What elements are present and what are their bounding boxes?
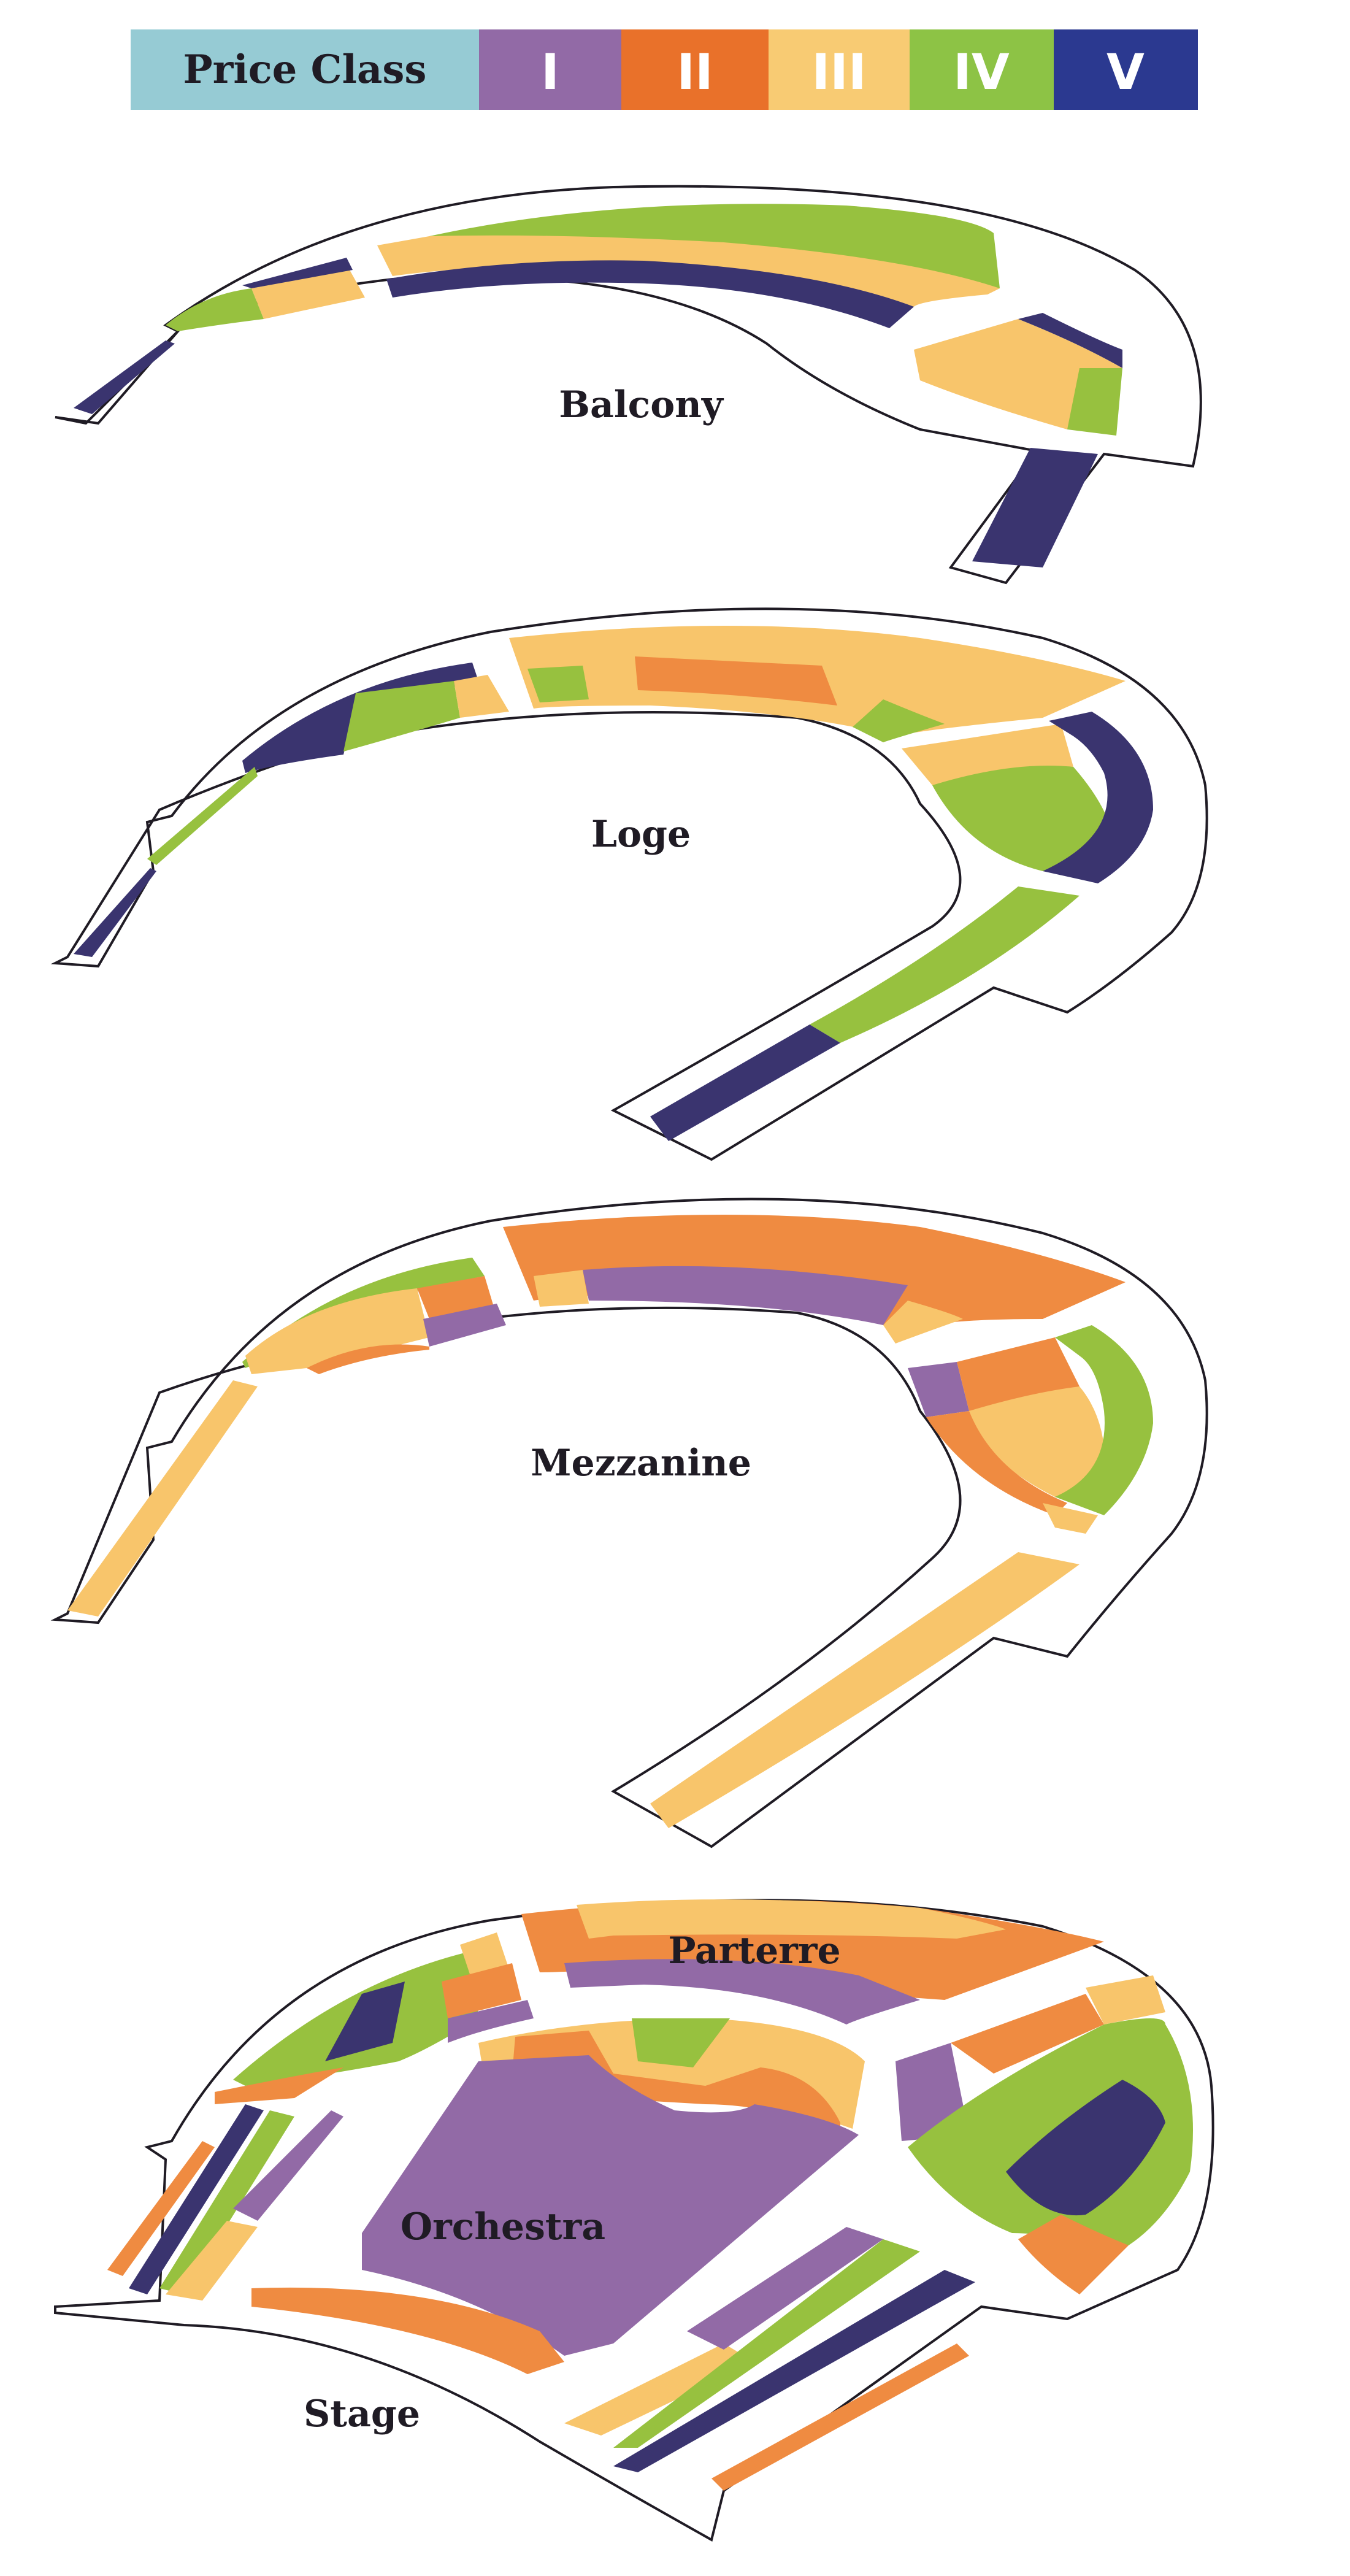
legend-swatch-class-3[interactable] [769,29,910,110]
balcony-label: Balcony [559,383,724,426]
mezzanine-stub-right-class-3[interactable] [650,1552,1080,1828]
legend-title-cell [131,29,479,110]
balcony-left-class-4[interactable] [166,288,264,331]
orchestra-left-class-1[interactable] [233,2110,343,2221]
legend-swatch-class-5[interactable] [1054,29,1198,110]
legend-title: Price Class [183,47,427,93]
parterre-right-class-2-b[interactable] [1018,2215,1129,2294]
orchestra-label: Orchestra [401,2205,605,2248]
mezzanine-right-class-4[interactable] [1055,1325,1153,1515]
mezzanine-right-class-1[interactable] [908,1362,969,1417]
balcony-class-4-band[interactable] [429,204,1000,288]
legend-swatch-class-2[interactable] [621,29,769,110]
loge-side-left-class-5[interactable] [74,868,156,957]
balcony-stub-right[interactable] [972,448,1098,567]
mezzanine-label: Mezzanine [531,1442,751,1485]
orchestra-left-class-3[interactable] [166,2221,258,2301]
loge-left-class-3[interactable] [454,675,509,718]
parterre-right-class-2[interactable] [951,1994,1104,2074]
loge-center-class-4-right[interactable] [853,699,945,742]
loge-label: Loge [591,813,691,856]
balcony-level: Balcony [55,185,1202,585]
loge-center-class-2[interactable] [635,656,837,706]
orchestra-left-class-5[interactable] [129,2104,264,2294]
balcony-stub-left[interactable] [74,340,175,414]
parterre-center-class-3[interactable] [577,1899,1006,1939]
loge-level: Loge [50,607,1208,1161]
legend-swatch-class-1[interactable] [479,29,621,110]
mezzanine-left-class-2-a[interactable] [417,1276,494,1319]
orchestra-right-class-1[interactable] [687,2227,883,2350]
parterre-left-class-2[interactable] [215,2067,343,2104]
mezzanine-left-class-2-b[interactable] [307,1344,429,1374]
mezzanine-center-class-3-right[interactable] [883,1301,963,1344]
parterre-left-class-2-b[interactable] [442,1963,521,2018]
loge-center-class-4-left[interactable] [527,666,589,702]
orchestra-class-2-arc[interactable] [509,2031,840,2135]
balcony-left-class-3[interactable] [251,270,365,319]
stage-label: Stage [304,2393,420,2436]
balcony-right-class-4[interactable] [1067,368,1122,436]
parterre-right-class-3[interactable] [1086,1975,1165,2024]
balcony-left-class-5[interactable] [242,258,353,288]
balcony-right-class-3[interactable] [914,319,1122,429]
loge-side-left-class-4[interactable] [147,767,258,865]
balcony-right-class-5[interactable] [1018,313,1122,368]
mezzanine-center-class-3-left[interactable] [534,1270,589,1307]
orchestra-right-class-2-stub[interactable] [711,2343,969,2491]
orchestra-right-class-3[interactable] [564,2343,754,2436]
orchestra-left-class-4[interactable] [159,2110,294,2294]
loge-right-class-4[interactable] [932,766,1116,871]
price-class-legend: Price Class I II III IV V [131,29,1198,110]
loge-stub-right-class-5[interactable] [650,1025,840,1141]
legend-label-class-2: II [677,44,713,101]
parterre-right-class-5[interactable] [1006,2080,1165,2216]
loge-left-class-4[interactable] [343,681,460,752]
loge-right-class-5[interactable] [1043,712,1153,883]
legend-label-class-3: III [811,44,866,101]
orchestra-left-class-2-stub[interactable] [107,2141,215,2276]
parterre-left-class-1[interactable] [448,2000,534,2043]
legend-label-class-1: I [541,44,559,101]
mezzanine-right-class-3-b[interactable] [1043,1503,1098,1534]
mezzanine-center-class-1[interactable] [583,1266,908,1325]
mezzanine-side-left-class-3[interactable] [67,1380,258,1617]
orchestra-level: Parterre Orchestra Stage [54,1899,1214,2542]
mezzanine-outline [50,1198,1208,1848]
orchestra-class-2-front[interactable] [251,2287,564,2374]
balcony-class-5-band[interactable] [386,260,914,328]
orchestra-right-class-4[interactable] [613,2239,920,2448]
orchestra-class-1-main[interactable] [362,2055,859,2356]
legend-swatch-class-4[interactable] [910,29,1054,110]
mezzanine-left-class-3[interactable] [245,1288,429,1374]
mezzanine-level: Mezzanine [50,1198,1208,1848]
parterre-left-class-5[interactable] [325,1982,405,2061]
parterre-label: Parterre [668,1929,840,1972]
legend-label-class-5: V [1106,44,1145,101]
parterre-center-class-1[interactable] [564,1959,920,2024]
legend-label-class-4: IV [953,44,1010,101]
orchestra-class-4-top[interactable] [632,2018,730,2067]
mezzanine-right-class-3[interactable] [969,1386,1105,1497]
orchestra-right-class-5[interactable] [613,2270,975,2472]
mezzanine-left-class-1[interactable] [423,1304,506,1347]
mezzanine-right-class-2-b[interactable] [926,1411,1067,1515]
mezzanine-center-class-2[interactable] [503,1215,1126,1331]
loge-stub-right-class-4[interactable] [810,886,1080,1043]
